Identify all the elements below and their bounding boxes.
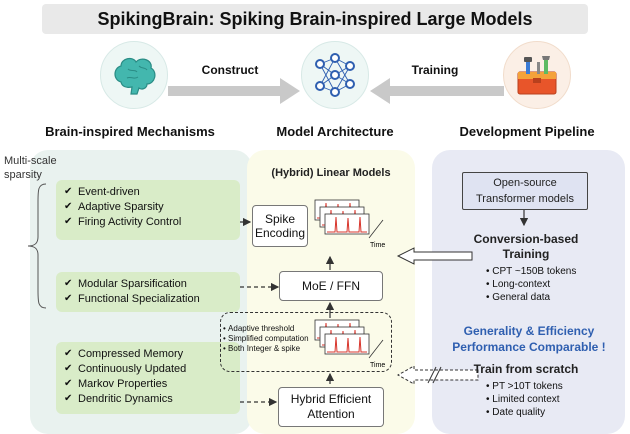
generality-line-1: Generality & Efficiency: [463, 324, 595, 338]
list-item: • Limited context: [486, 394, 560, 405]
time-label: Time: [370, 362, 385, 369]
check-icon: ✔: [64, 393, 73, 404]
generality-line-2: Performance Comparable !: [452, 340, 606, 354]
spike-encoding-box: Spike Encoding: [252, 205, 308, 247]
multiscale-sparsity-label: Multi-scale sparsity: [4, 155, 57, 181]
hybrid-attention-box: Hybrid Efficient Attention: [278, 387, 384, 427]
list-item: ✔Markov Properties: [64, 377, 168, 390]
network-icon: [301, 41, 369, 109]
spike-trace: [327, 216, 367, 233]
check-icon: ✔: [64, 363, 73, 374]
conversion-training-label: Conversion-based Training: [473, 232, 579, 261]
time-axis: [368, 219, 384, 239]
training-label: Training: [411, 63, 459, 77]
spiking-region: [220, 312, 392, 372]
training-arrow: [370, 78, 504, 104]
time-axis: [368, 339, 384, 359]
check-icon: ✔: [64, 186, 73, 197]
mechanism-group-1: ✔Event-driven ✔Adaptive Sparsity ✔Firing…: [56, 180, 240, 240]
check-icon: ✔: [64, 201, 73, 212]
open-source-models-box: Open-source Transformer models: [462, 172, 588, 210]
linear-models-heading: (Hybrid) Linear Models: [271, 167, 391, 179]
list-item: ✔Dendritic Dynamics: [64, 392, 173, 405]
note-item: • Adaptive threshold: [223, 324, 295, 333]
list-item: ✔Functional Specialization: [64, 292, 200, 305]
list-item: ✔Adaptive Sparsity: [64, 200, 164, 213]
mechanism-group-2: ✔Modular Sparsification ✔Functional Spec…: [56, 272, 240, 312]
left-brace: [27, 183, 47, 309]
toolbox-icon: [503, 41, 571, 109]
check-icon: ✔: [64, 348, 73, 359]
check-icon: ✔: [64, 216, 73, 227]
list-item: • Date quality: [486, 407, 546, 418]
list-item: ✔Compressed Memory: [64, 347, 184, 360]
spiking-notes: • Adaptive threshold • Simplified comput…: [223, 324, 309, 354]
list-item: ✔Event-driven: [64, 185, 140, 198]
time-label: Time: [370, 242, 385, 249]
mechanism-group-3: ✔Compressed Memory ✔Continuously Updated…: [56, 342, 240, 414]
brain-icon: [100, 41, 168, 109]
list-item: • Long-context: [486, 279, 551, 290]
note-item: • Simplified computation: [223, 334, 309, 343]
spike-train-icon: Time: [314, 319, 385, 369]
construct-label: Construct: [201, 63, 259, 77]
list-item: ✔Firing Activity Control: [64, 215, 182, 228]
check-icon: ✔: [64, 278, 73, 289]
model-architecture-label: Model Architecture: [276, 124, 394, 139]
list-item: ✔Continuously Updated: [64, 362, 187, 375]
page-title: SpikingBrain: Spiking Brain-inspired Lar…: [42, 4, 588, 34]
train-from-scratch-label: Train from scratch: [473, 362, 579, 376]
development-pipeline-label: Development Pipeline: [459, 124, 595, 139]
spike-trace: [327, 336, 367, 353]
note-item: • Both Integer & spike: [223, 344, 301, 353]
moe-ffn-box: MoE / FFN: [279, 271, 383, 301]
scratch-list: • PT >10T tokens • Limited context • Dat…: [486, 380, 563, 419]
conversion-list: • CPT ~150B tokens • Long-context • Gene…: [486, 265, 576, 304]
construct-arrow: [168, 78, 300, 104]
list-item: • PT >10T tokens: [486, 381, 563, 392]
brain-mechanisms-label: Brain-inspired Mechanisms: [45, 124, 215, 139]
list-item: • General data: [486, 292, 551, 303]
list-item: • CPT ~150B tokens: [486, 266, 577, 277]
check-icon: ✔: [64, 378, 73, 389]
list-item: ✔Modular Sparsification: [64, 277, 187, 290]
check-icon: ✔: [64, 293, 73, 304]
spike-train-icon: Time: [314, 199, 385, 249]
